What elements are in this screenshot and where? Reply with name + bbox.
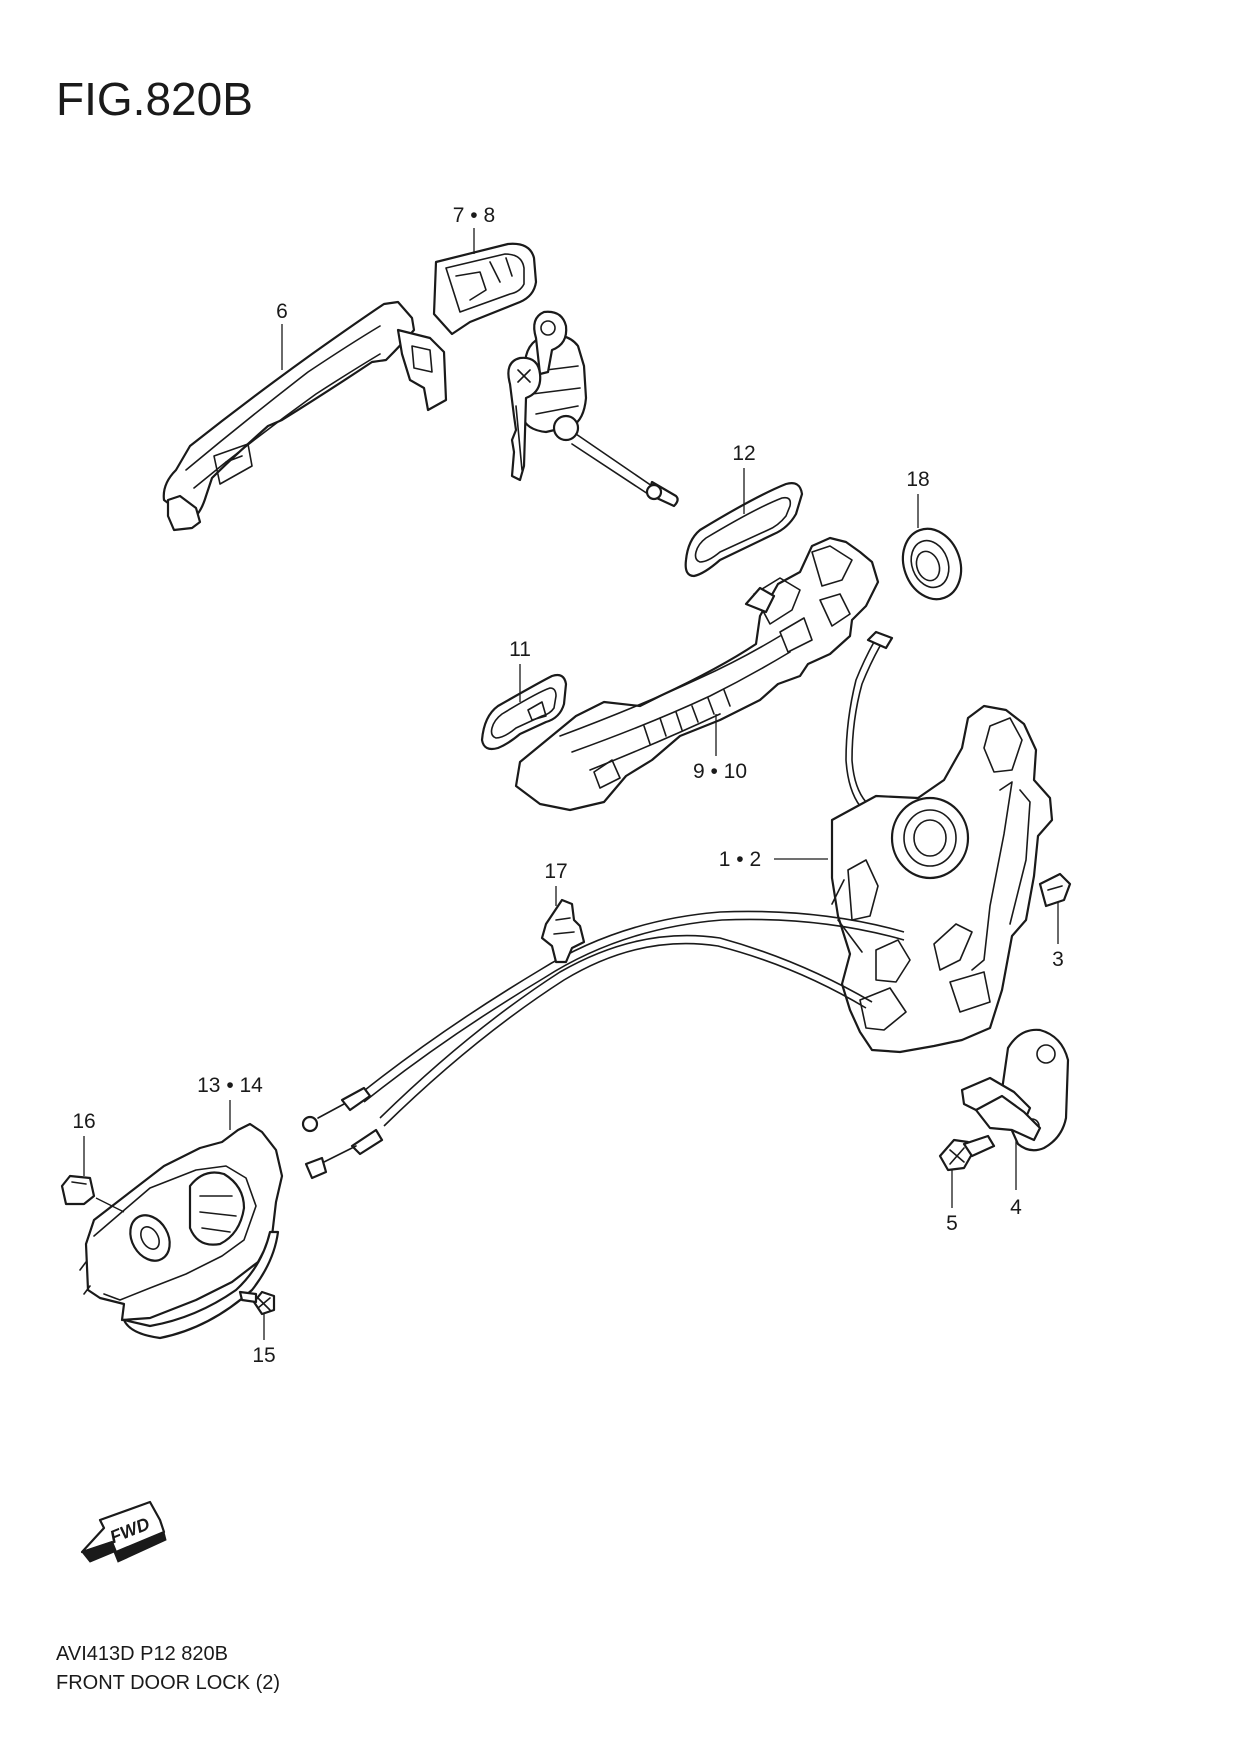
callout-11: 11 [509,638,531,661]
part-screw-15[interactable] [238,1290,276,1316]
callout-5: 5 [946,1212,958,1235]
callout-17: 17 [544,860,567,883]
part-handle-frame[interactable] [514,536,880,812]
callout-12: 12 [732,442,755,465]
part-bolt-3[interactable] [1038,872,1072,908]
callout-18: 18 [906,468,929,491]
part-cap-16[interactable] [60,1174,96,1206]
fwd-arrow-icon: FWD [80,1500,167,1563]
figure-title: FIG.820B [56,73,253,125]
part-grommet[interactable] [893,521,970,608]
callout-1-2: 1 • 2 [719,848,761,871]
part-lock-rod[interactable] [845,630,894,807]
part-gasket-small[interactable] [480,673,568,751]
figure-code: AVI413D P12 820B [56,1643,228,1665]
part-outside-handle[interactable] [162,300,448,532]
callout-3: 3 [1052,948,1064,971]
part-inside-handle[interactable] [79,1122,284,1340]
part-gasket-handle[interactable] [684,482,804,578]
part-clip[interactable] [540,898,586,964]
part-striker[interactable] [960,1028,1070,1152]
callout-6: 6 [276,300,288,323]
part-door-lock-actuator[interactable] [830,704,1054,1054]
figure-caption: FRONT DOOR LOCK (2) [56,1672,281,1694]
callout-4: 4 [1010,1196,1022,1219]
part-handle-cap[interactable] [432,242,538,336]
part-screw-5[interactable] [938,1134,996,1172]
callout-7-8: 7 • 8 [453,204,495,227]
callout-16: 16 [72,1110,95,1133]
part-key-cylinder[interactable] [507,310,679,508]
callout-9-10: 9 • 10 [693,760,747,783]
leader-lines [83,228,1059,1340]
callout-15: 15 [252,1344,275,1367]
part-cables[interactable] [301,910,905,1180]
callout-13-14: 13 • 14 [197,1074,263,1097]
